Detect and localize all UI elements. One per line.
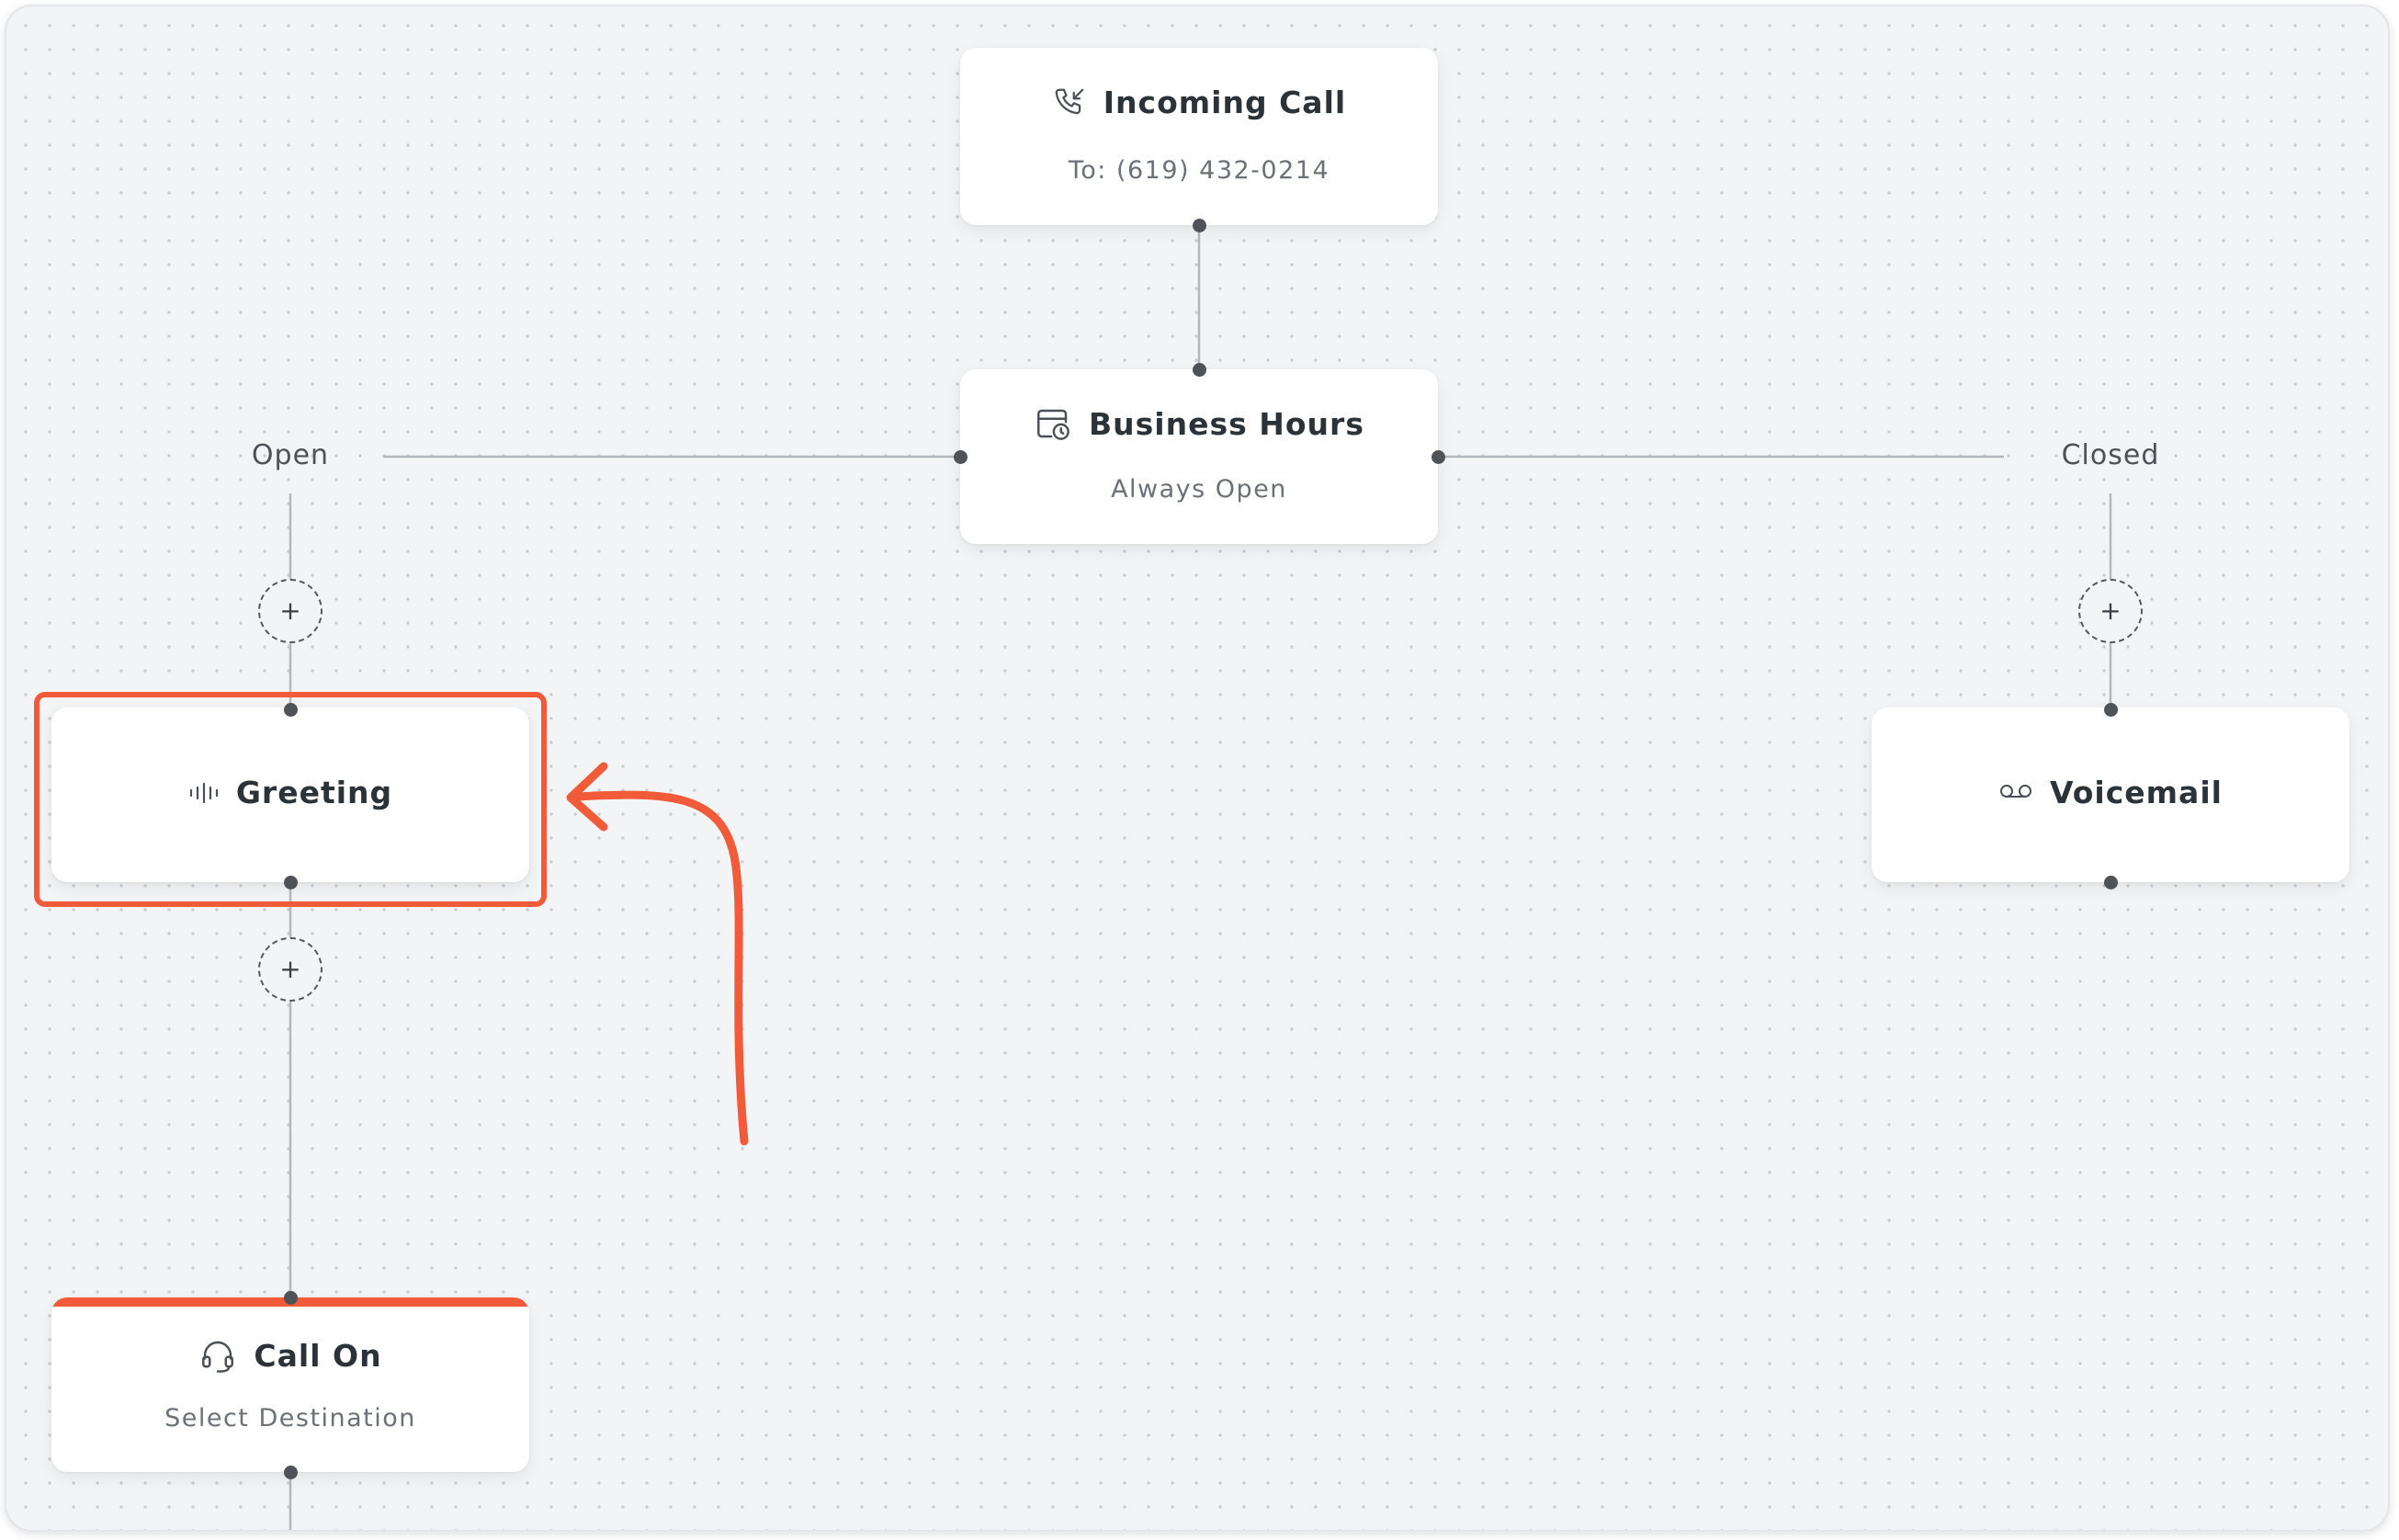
node-incoming-call-header: Incoming Call: [960, 85, 1438, 120]
node-incoming-call[interactable]: Incoming Call To: (619) 432-0214: [960, 48, 1438, 225]
port-voicemail-out[interactable]: [2103, 875, 2118, 889]
node-business-hours-header: Business Hours: [960, 404, 1438, 443]
node-greeting[interactable]: Greeting: [51, 708, 529, 882]
add-step-button[interactable]: +: [258, 937, 323, 1002]
node-voicemail-header: Voicemail: [1872, 775, 2349, 810]
node-title: Incoming Call: [1103, 85, 1347, 120]
headset-icon: [198, 1336, 237, 1375]
port-hours-right[interactable]: [1431, 449, 1445, 464]
calendar-clock-icon: [1034, 404, 1072, 443]
plus-icon: +: [279, 595, 301, 626]
node-subtitle-phone-number: To: (619) 432-0214: [1068, 156, 1330, 185]
branch-label-open: Open: [251, 439, 330, 471]
add-step-button[interactable]: +: [2078, 579, 2143, 643]
port-hours-in[interactable]: [1192, 362, 1206, 377]
node-greeting-header: Greeting: [51, 775, 529, 810]
node-subtitle-destination: Select Destination: [164, 1404, 416, 1432]
plus-icon: +: [2099, 595, 2122, 626]
port-incoming-out[interactable]: [1192, 218, 1206, 232]
node-business-hours[interactable]: Business Hours Always Open: [960, 369, 1438, 544]
sound-wave-icon: [188, 781, 220, 805]
plus-icon: +: [279, 954, 301, 984]
port-hours-left[interactable]: [953, 449, 968, 464]
port-greeting-in[interactable]: [283, 702, 298, 717]
phone-incoming-icon: [1052, 85, 1087, 120]
port-voicemail-in[interactable]: [2103, 702, 2118, 717]
node-title: Greeting: [235, 775, 393, 810]
node-subtitle-hours: Always Open: [1111, 475, 1287, 504]
connector-lines: [289, 225, 2112, 1530]
node-title: Business Hours: [1089, 405, 1364, 442]
port-callon-in[interactable]: [283, 1290, 298, 1305]
voicemail-icon: [1998, 783, 2033, 803]
node-title: Voicemail: [2050, 775, 2223, 810]
node-call-on[interactable]: Call On Select Destination: [51, 1297, 529, 1472]
node-call-on-header: Call On: [51, 1336, 529, 1375]
node-voicemail[interactable]: Voicemail: [1872, 708, 2349, 882]
port-callon-out[interactable]: [283, 1465, 298, 1479]
node-title: Call On: [254, 1337, 382, 1374]
call-flow-canvas[interactable]: Incoming Call To: (619) 432-0214 Busines…: [5, 5, 2390, 1532]
add-step-button[interactable]: +: [258, 579, 323, 643]
port-greeting-out[interactable]: [283, 875, 298, 889]
branch-label-closed: Closed: [2061, 439, 2160, 471]
